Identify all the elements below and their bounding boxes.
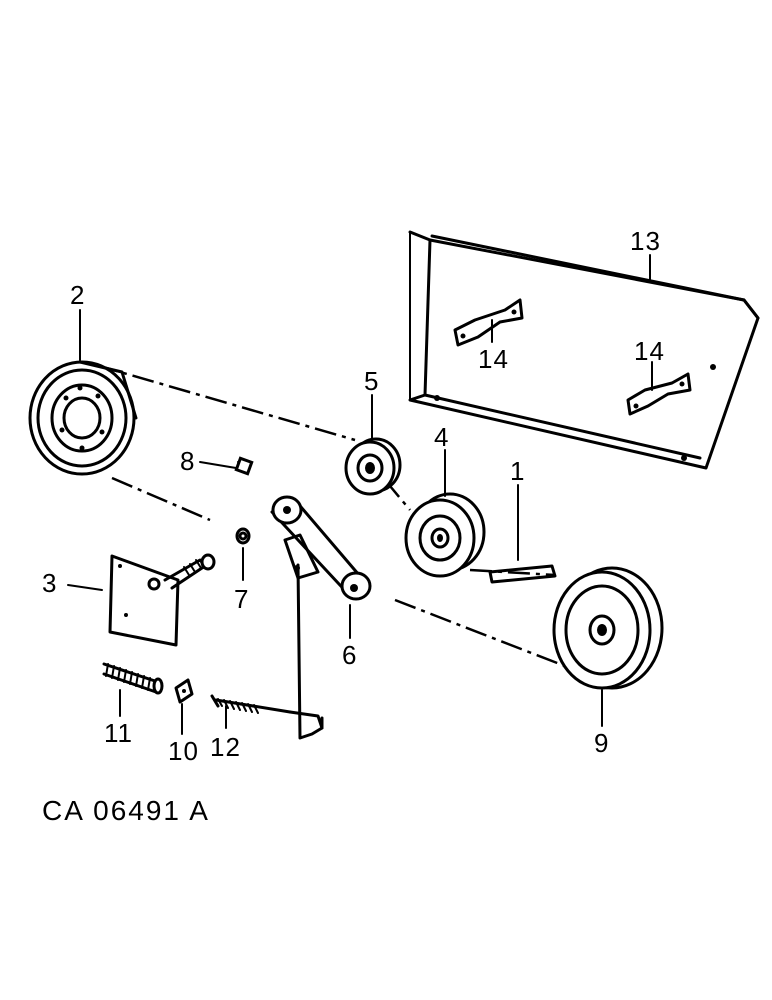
shield-panel: [408, 230, 760, 470]
figure-code: CA 06491 A: [42, 795, 210, 826]
shaft-key: [488, 564, 557, 584]
bracket-right: [626, 372, 692, 416]
callout-8: 8: [180, 446, 195, 476]
idler-arm: [270, 495, 372, 601]
callout-13: 13: [630, 226, 661, 256]
mounting-bracket: [108, 553, 216, 647]
callout-5: 5: [364, 366, 379, 396]
callout-9: 9: [594, 728, 609, 758]
callout-14-left: 14: [478, 344, 509, 374]
idler-pulley: [404, 492, 486, 578]
callout-12: 12: [210, 732, 241, 762]
adjusting-rod: [210, 563, 324, 740]
driven-pulley: [552, 566, 664, 690]
callout-11: 11: [104, 718, 133, 748]
callout-7: 7: [234, 584, 249, 614]
spring: [102, 662, 164, 695]
callout-10: 10: [168, 736, 199, 766]
clip: [174, 678, 194, 704]
callout-3: 3: [42, 568, 57, 598]
callout-14-right: 14: [634, 336, 665, 366]
callout-labels: 1 2 3 4 5 6 7 8 9 10 11 12 13 14 14: [42, 226, 665, 766]
callout-1: 1: [510, 456, 525, 486]
callout-2: 2: [70, 280, 85, 310]
washer: [235, 527, 251, 545]
drive-pulley: [28, 360, 138, 476]
bracket-left: [453, 298, 524, 347]
idler-pulley-small: [344, 437, 402, 496]
leader-lines: [67, 254, 653, 735]
bolt: [234, 456, 254, 476]
callout-6: 6: [342, 640, 357, 670]
drive-belt: [95, 363, 571, 670]
callout-4: 4: [434, 422, 449, 452]
